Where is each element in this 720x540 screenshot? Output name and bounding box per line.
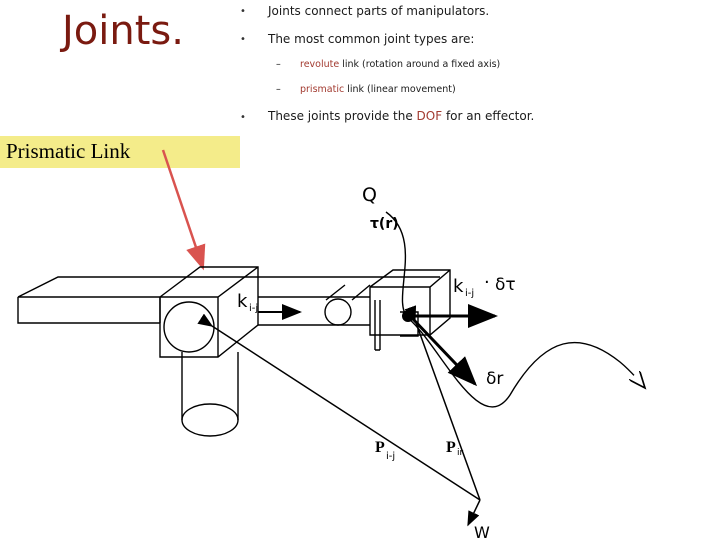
sub-bullet-dash: – (276, 59, 281, 70)
label-q: Q (362, 184, 377, 206)
tau-curve (385, 211, 645, 408)
dof-term: DOF (416, 109, 443, 123)
callout-label: Prismatic Link (6, 139, 131, 163)
left-joint-circle (163, 301, 215, 353)
label-delta-r: δr (486, 369, 503, 389)
prismatic-link-callout: Prismatic Link (0, 136, 240, 168)
sub-bullet-revolute: revolute link (rotation around a fixed a… (300, 59, 500, 70)
label-p-right: P (446, 439, 456, 456)
horizontal-beam (17, 276, 440, 324)
end-effector-point (402, 310, 414, 322)
bullet-glyph: • (240, 112, 246, 123)
label-delta-tau: δτ (495, 275, 516, 295)
bullet-glyph: • (240, 34, 246, 45)
callout-pointer-arrow (161, 149, 206, 271)
bullet-2: The most common joint types are: (268, 32, 475, 46)
middle-beam (258, 296, 370, 326)
middle-circle (324, 298, 352, 326)
prismatic-term: prismatic (300, 84, 345, 95)
label-k-left-sub: i-j (249, 303, 258, 314)
sub-bullet-dash: – (276, 84, 281, 95)
p-left-line (197, 313, 481, 501)
post-base (181, 403, 239, 437)
delta-r-arrow (410, 316, 478, 387)
bullet-1: Joints connect parts of manipulators. (268, 4, 490, 18)
bullet-3-before: These joints provide the (268, 109, 417, 123)
label-dot: · (484, 272, 490, 293)
label-p-left: P (375, 439, 385, 456)
slot-marks (325, 284, 371, 301)
label-tau-r: τ(r) (370, 216, 399, 232)
prismatic-desc: link (linear movement) (344, 84, 456, 95)
vertical-post (181, 352, 239, 420)
revolute-term: revolute (300, 59, 340, 70)
label-k-right: k (453, 276, 464, 297)
w-arrow (467, 499, 481, 527)
label-k-left: k (237, 291, 248, 312)
label-w: W (474, 523, 490, 540)
bullet-3-after: for an effector. (442, 109, 535, 123)
p-right-line (404, 305, 481, 501)
slide-title: Joints. (62, 8, 184, 54)
revolute-desc: link (rotation around a fixed axis) (339, 59, 501, 70)
label-k-right-sub: i-j (465, 288, 474, 299)
right-slider (374, 300, 381, 351)
sub-bullet-prismatic: prismatic link (linear movement) (300, 84, 456, 95)
bullet-glyph: • (240, 6, 246, 17)
right-joint-box (369, 269, 451, 336)
label-p-left-sub: i-j (386, 451, 395, 462)
label-p-right-sub: ir (457, 448, 464, 458)
bullet-3: These joints provide the DOF for an effe… (268, 109, 534, 123)
